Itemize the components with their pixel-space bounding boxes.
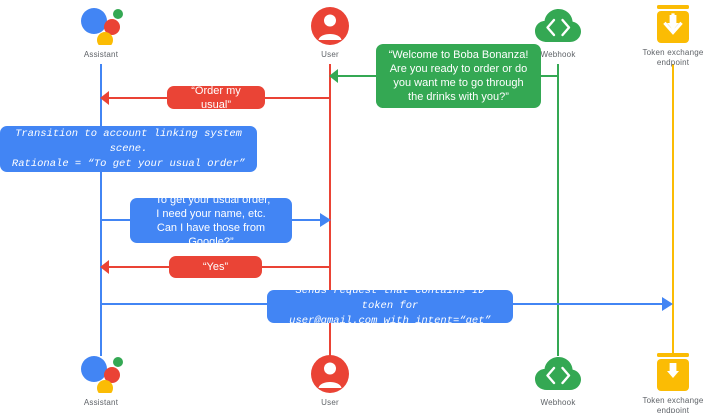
- actor-assistant-bottom: Assistant: [41, 352, 161, 408]
- download-box-icon: [613, 2, 725, 46]
- lifeline-webhook: [557, 64, 559, 356]
- actor-user-top: User: [270, 4, 390, 60]
- user-account-icon: [270, 4, 390, 48]
- actor-label-user: User: [321, 50, 339, 59]
- download-box-icon: [613, 350, 725, 394]
- arrow-head-ask-consent: [320, 213, 331, 227]
- arrow-head-order-my-usual: [100, 91, 109, 105]
- actor-label-assistant: Assistant: [83, 50, 119, 59]
- message-bubble-order-my-usual: “Order my usual”: [167, 85, 265, 111]
- actor-label-webhook: Webhook: [540, 398, 576, 407]
- actor-assistant-top: Assistant: [41, 4, 161, 60]
- google-assistant-icon: [41, 352, 161, 396]
- user-account-icon: [270, 352, 390, 396]
- actor-token-endpoint-top: Token exchange endpoint: [613, 2, 725, 68]
- note-bubble-transition: Transition to account linking system sce…: [0, 126, 257, 172]
- actor-user-bottom: User: [270, 352, 390, 408]
- arrow-head-welcome: [329, 69, 338, 83]
- arrow-head-sends-request: [662, 297, 673, 311]
- actor-label-user: User: [321, 398, 339, 407]
- message-bubble-yes: “Yes”: [169, 256, 262, 278]
- actor-label-webhook: Webhook: [540, 50, 576, 59]
- actor-label-token-endpoint: Token exchange endpoint: [642, 48, 704, 67]
- actor-webhook-top: Webhook: [498, 4, 618, 60]
- lifeline-user: [329, 64, 331, 356]
- actor-token-endpoint-bottom: Token exchange endpoint: [613, 350, 725, 413]
- actor-label-token-endpoint: Token exchange endpoint: [642, 396, 704, 413]
- note-bubble-sends-request: Sends request that contains ID token for…: [267, 285, 513, 327]
- lifeline-assistant: [100, 64, 102, 356]
- lifeline-token-endpoint: [672, 64, 674, 356]
- arrow-head-yes: [100, 260, 109, 274]
- google-assistant-icon: [41, 4, 161, 48]
- message-bubble-ask-consent: “To get your usual order, I need your na…: [130, 194, 292, 248]
- message-bubble-welcome: “Welcome to Boba Bonanza! Are you ready …: [376, 44, 541, 108]
- cloud-code-icon: [498, 352, 618, 396]
- actor-webhook-bottom: Webhook: [498, 352, 618, 408]
- actor-label-assistant: Assistant: [83, 398, 119, 407]
- cloud-code-icon: [498, 4, 618, 48]
